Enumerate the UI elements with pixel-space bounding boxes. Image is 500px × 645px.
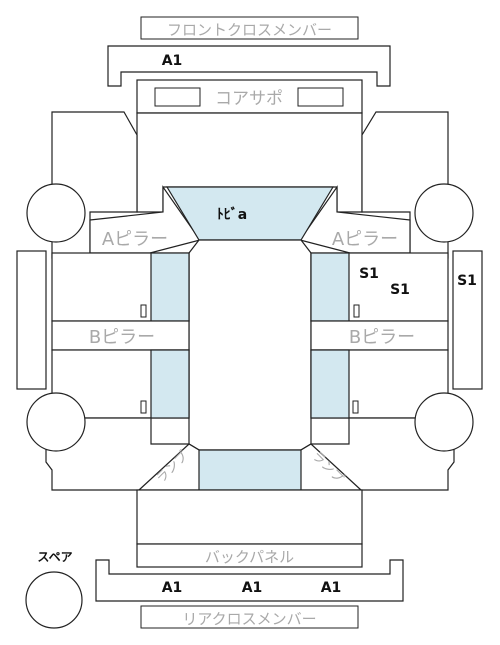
wheel-rear-left[interactable]	[26, 392, 86, 452]
spare-label: スペア	[37, 550, 72, 564]
rear-door-handle-right[interactable]	[352, 400, 359, 414]
spare-tire[interactable]	[25, 571, 83, 629]
front-door-handle-right[interactable]	[353, 304, 360, 318]
back-panel-label: バックパネル	[205, 548, 294, 566]
rear-window-left[interactable]	[150, 349, 190, 419]
rear-mark-3: A1	[321, 580, 342, 596]
rear-mark-2: A1	[242, 580, 263, 596]
a-pillar-left-label: Aピラー	[102, 229, 168, 250]
front-window-left[interactable]	[150, 252, 190, 322]
core-support-label: コアサポ	[215, 89, 283, 109]
b-pillar-right[interactable]	[310, 320, 449, 351]
rear-mark-1: A1	[162, 580, 183, 596]
b-pillar-left-label: Bピラー	[89, 327, 155, 348]
b-pillar-left[interactable]	[51, 320, 190, 351]
headlight-right[interactable]	[297, 87, 344, 107]
front-cross-member-label: フロントクロスメンバー	[167, 21, 332, 39]
front-cross-mark: A1	[162, 53, 183, 69]
wheel-rear-right[interactable]	[414, 392, 474, 452]
front-door-handle-left[interactable]	[140, 304, 147, 318]
side-sill-left[interactable]	[16, 250, 47, 390]
right-door-mark-1: S1	[359, 266, 379, 282]
right-side-mark: S1	[457, 273, 477, 289]
b-pillar-right-label: Bピラー	[349, 327, 415, 348]
windshield-mark: ﾄﾋﾞa	[217, 206, 247, 223]
rear-door-handle-left[interactable]	[140, 400, 147, 414]
rear-cross-member[interactable]	[95, 559, 404, 602]
trunk[interactable]	[136, 489, 363, 545]
right-door-mark-2: S1	[390, 282, 410, 298]
front-cross-member[interactable]	[107, 45, 391, 87]
side-sill-right[interactable]	[452, 250, 483, 390]
rear-window[interactable]	[188, 449, 312, 491]
wheel-front-right[interactable]	[414, 183, 474, 243]
front-cross-member-box[interactable]	[140, 16, 359, 40]
back-panel[interactable]	[136, 543, 363, 568]
a-pillar-right-label: Aピラー	[332, 229, 398, 250]
headlight-left[interactable]	[154, 87, 201, 107]
rear-cross-member-box[interactable]	[140, 605, 359, 629]
front-window-right[interactable]	[310, 252, 350, 322]
rear-cross-member-label: リアクロスメンバー	[182, 610, 316, 628]
rear-window-right[interactable]	[310, 349, 350, 419]
wheel-front-left[interactable]	[26, 183, 86, 243]
roof[interactable]	[188, 239, 312, 451]
